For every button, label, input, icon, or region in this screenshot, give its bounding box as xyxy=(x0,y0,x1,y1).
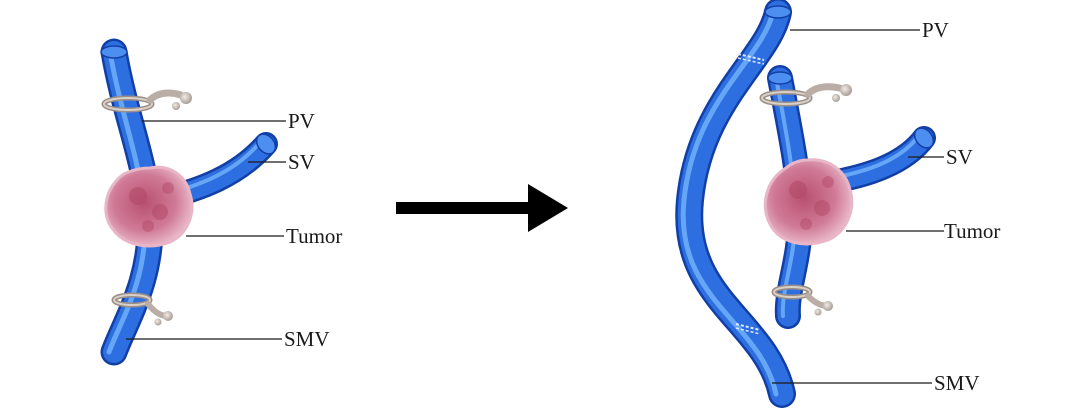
before-pv-label: PV xyxy=(288,109,315,133)
after-pv-label: PV xyxy=(922,18,949,42)
before-tumor xyxy=(104,165,194,248)
before-tumor-label: Tumor xyxy=(286,224,342,248)
after-tumor-label: Tumor xyxy=(944,219,1000,243)
after-tumor xyxy=(763,158,854,246)
before-smv-label: SMV xyxy=(284,327,330,351)
before-sv-label: SV xyxy=(288,150,315,174)
transition-arrow xyxy=(396,184,568,232)
before-panel: PV SV Tumor SMV xyxy=(100,38,342,366)
after-smv-label: SMV xyxy=(934,371,980,395)
after-panel: PV SV Tumor SMV xyxy=(675,0,1000,408)
before-clamp-bottom xyxy=(111,292,173,326)
before-clamp-top xyxy=(101,89,192,113)
after-sv-label: SV xyxy=(946,145,973,169)
after-graft-vein xyxy=(675,0,796,408)
after-clamp-top xyxy=(759,83,852,107)
after-clamp-bottom xyxy=(771,284,833,316)
